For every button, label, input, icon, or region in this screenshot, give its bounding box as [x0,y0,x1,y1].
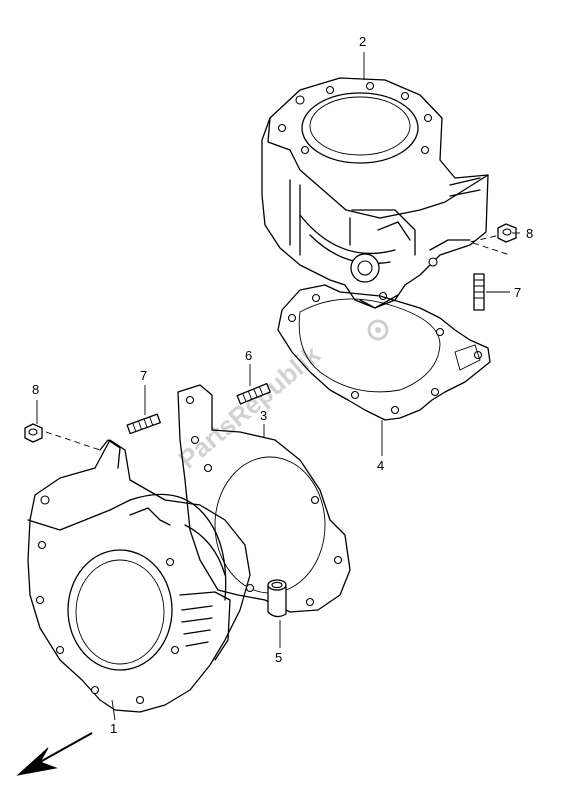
rear-cylinder-part-2 [261,77,489,309]
callout-5: 5 [275,650,282,665]
callout-3: 3 [260,408,267,423]
callout-8-lower: 8 [32,382,39,397]
lower-gasket-part-3 [177,384,351,613]
callout-8-upper: 8 [526,226,533,241]
alignment-line-nut-upper [468,235,511,256]
stud-bolt-part-7-lower [126,413,161,435]
callout-6: 6 [245,348,252,363]
direction-arrow-icon [16,732,93,776]
nut-part-8-lower [24,423,43,443]
callout-7-lower: 7 [140,368,147,383]
nut-part-8-upper [497,223,517,243]
leader-lines [36,52,520,721]
front-cylinder-part-1 [27,439,251,713]
dowel-pin-part-5 [267,579,287,618]
gear-icon [367,319,389,341]
callout-1: 1 [110,721,117,736]
callout-2: 2 [359,34,366,49]
stud-bolt-part-7-upper [473,273,485,311]
alignment-line-nut-lower [45,431,101,451]
upper-gasket-part-4 [277,284,491,421]
callout-7-upper: 7 [514,285,521,300]
callout-4: 4 [377,458,384,473]
stud-bolt-part-6 [236,382,271,405]
